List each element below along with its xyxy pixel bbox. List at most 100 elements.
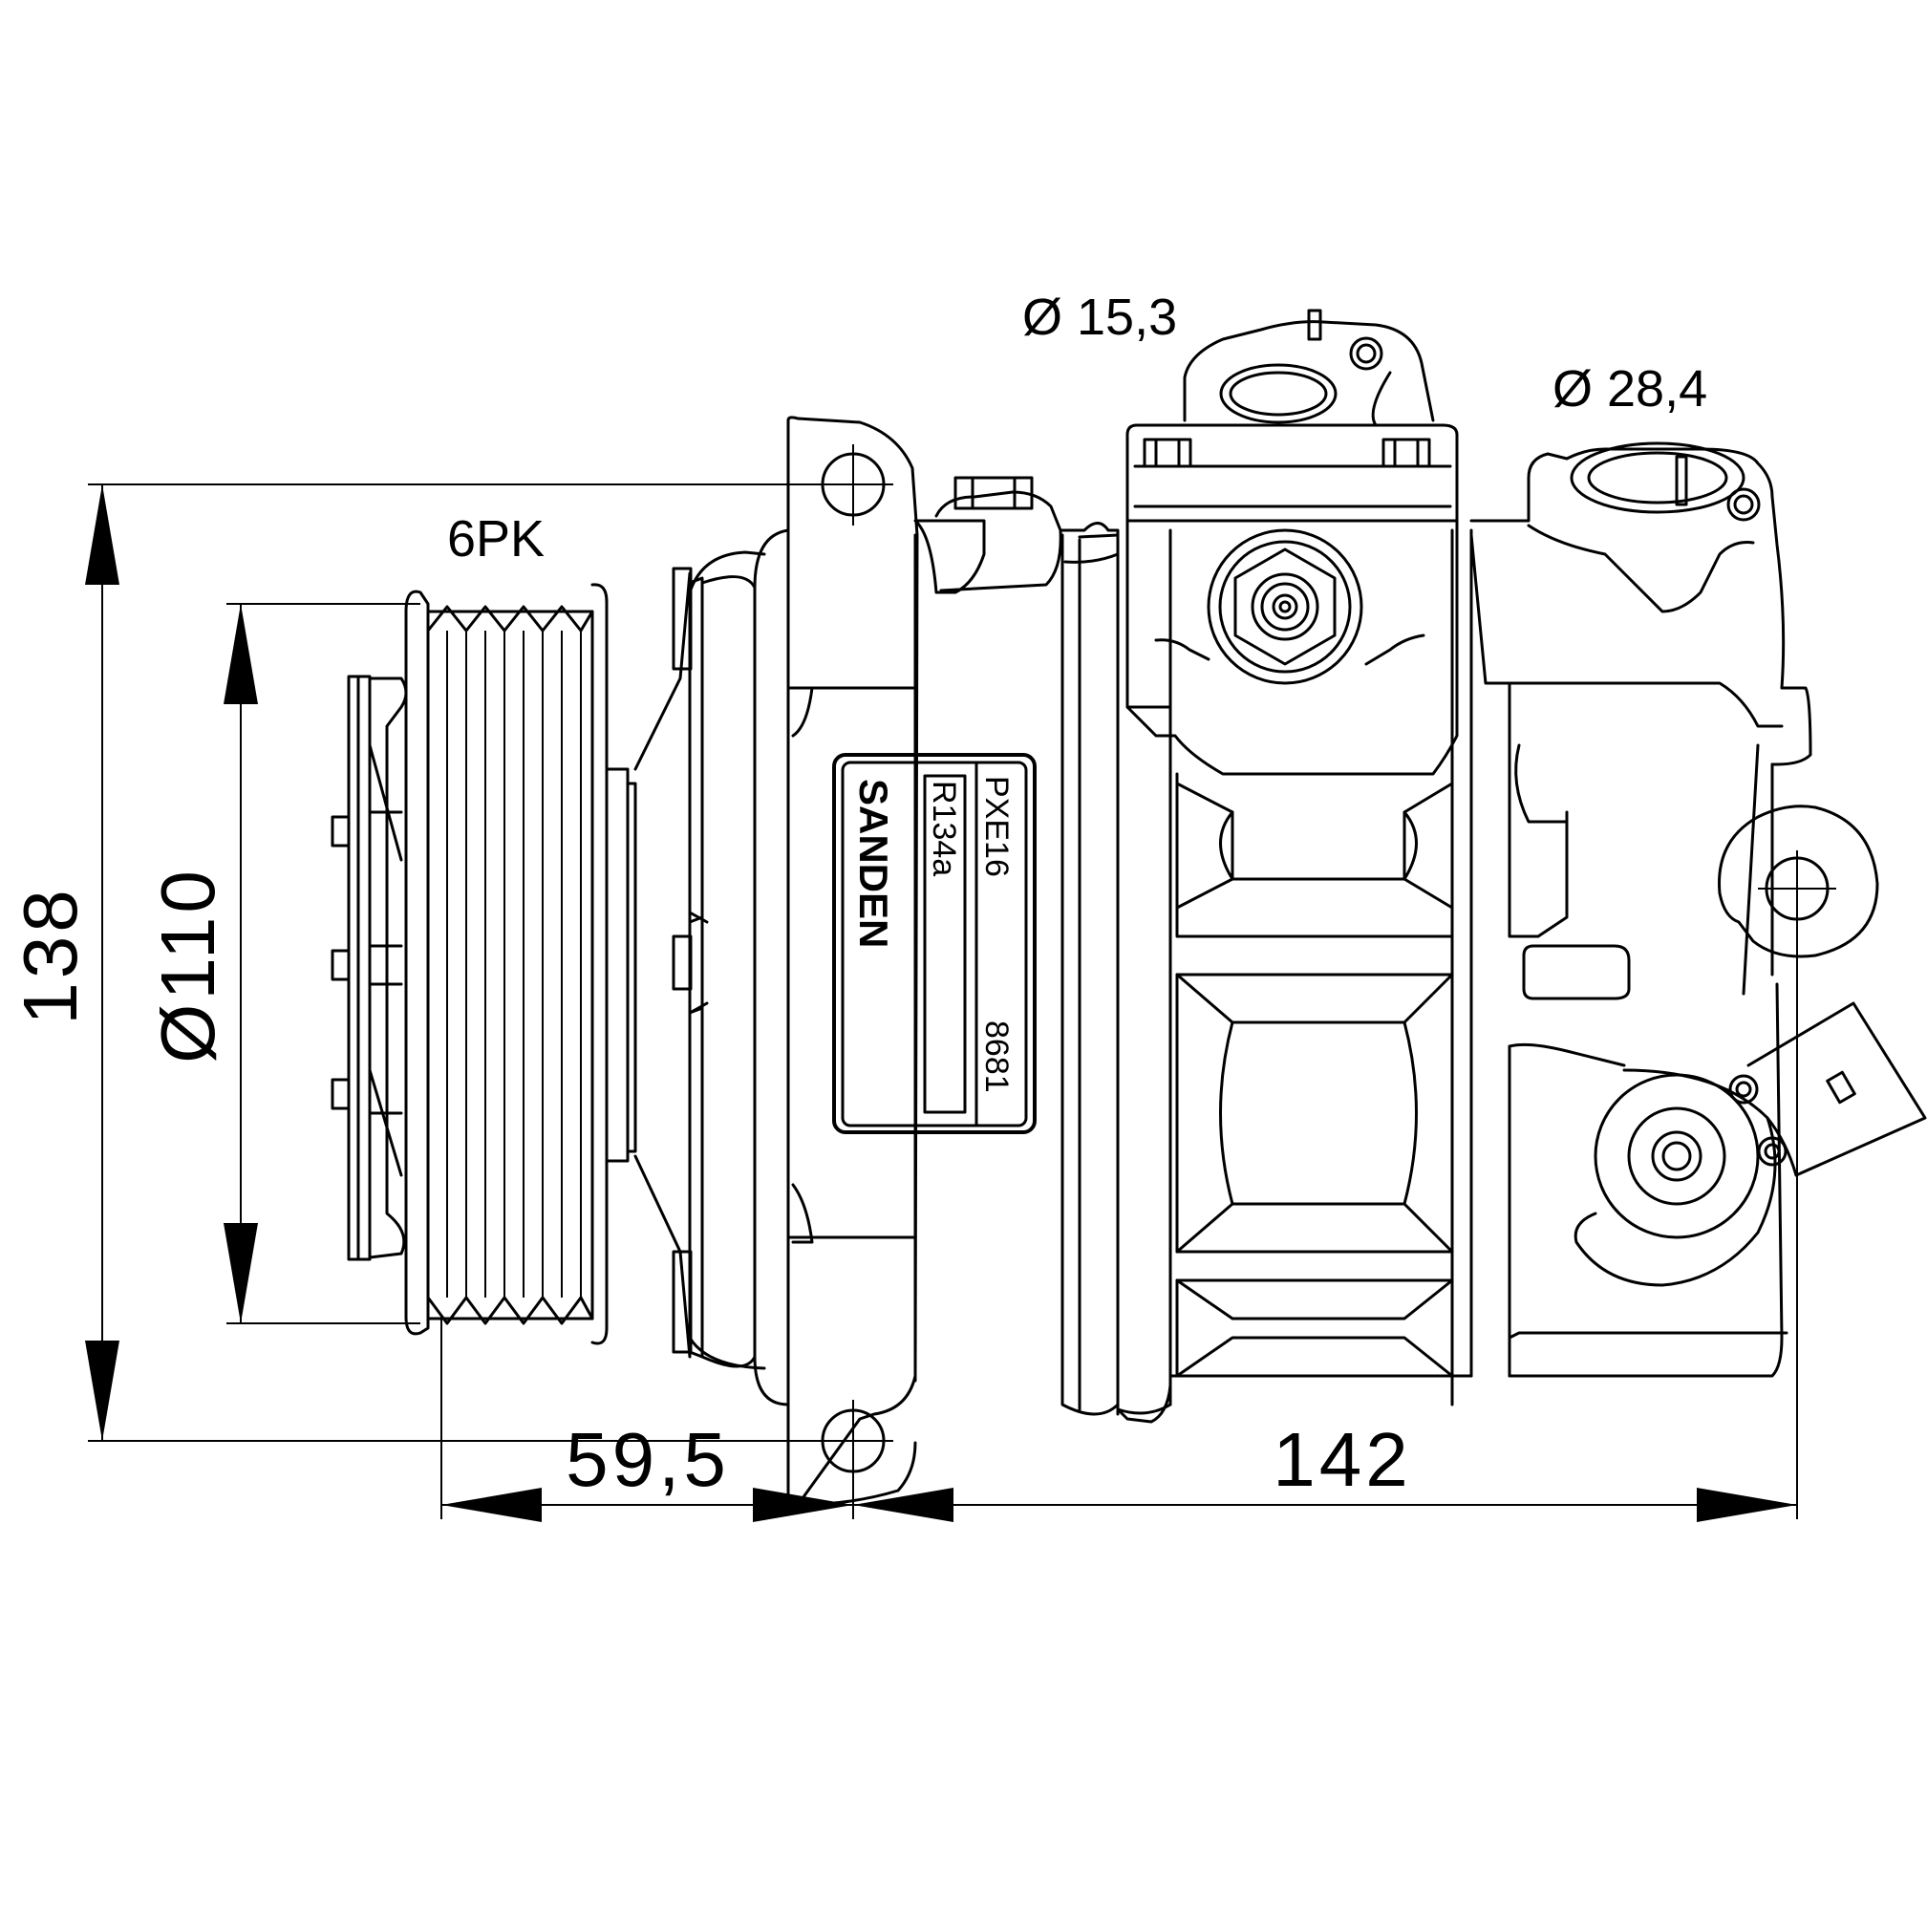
suction-port-flange [1183,320,1435,422]
nameplate-refrigerant: R134a [926,781,962,876]
pocket-middle-curve [1402,1020,1418,1206]
arrow-up-icon [224,604,258,704]
coil-housing [700,575,757,1368]
clutch-spring [368,743,403,862]
nameplate-field [923,774,967,1114]
control-valve-screw [1757,1136,1788,1167]
rear-pocket-curve [1514,743,1569,824]
pocket-lower [1175,1278,1454,1378]
boss-top [934,490,1062,592]
clutch-rivet [331,949,351,981]
clutch-plate [331,675,408,1261]
front-flange-edge [688,1001,709,1015]
control-valve-outer [1594,1073,1760,1239]
discharge-port-inner [1587,451,1728,504]
pocket-upper-bevel [1175,877,1454,910]
rear-pocket-upper [1508,681,1569,938]
nameplate-brand: SANDEN [851,779,896,948]
dimension-overall-height: 138 [8,483,865,1442]
head-body [1125,519,1459,776]
front-lug-bottom [672,1250,693,1354]
block-bottom-curve [1116,1403,1172,1415]
pulley-front-flange [404,590,430,1336]
rear-head-bottom-line [1508,1331,1788,1340]
control-valve-screw-inner [1735,1081,1752,1098]
bearing-ring [605,767,630,1163]
rear-slot [1522,944,1631,1000]
front-housing [605,550,766,1370]
suction-pin [1307,309,1322,341]
service-valve-cap [1251,572,1319,641]
clutch-rivet [331,815,351,848]
rear-head-contour [1527,524,1755,613]
coil-wire-top [688,550,766,594]
rear-head-lower [1469,533,1784,728]
pocket-upper-curve [1219,810,1234,881]
valve-boss-left [1154,638,1210,661]
service-valve-outer [1207,528,1363,685]
suction-bolt-hole [1349,336,1383,371]
discharge-bolt-hole-inner [1733,494,1754,515]
pocket-middle-bevel-top [1175,973,1454,1024]
control-valve-core [1661,1141,1692,1171]
electrical-connector [1746,1001,1927,1177]
main-body-front: SANDEN PXE16 R134a 8681 [753,416,1062,1507]
pulley-grooves-top [426,605,594,633]
service-valve-center [1278,600,1292,613]
dimension-pulley-diameter: Ø110 [145,603,420,1324]
front-lug-top [672,567,693,671]
bottom-mount-ear [786,1403,917,1507]
head-top-flange [1125,423,1459,523]
block-edge [1078,533,1120,1416]
arrow-left-icon [853,1488,953,1522]
front-mount-curve [753,1355,790,1406]
suction-port-label: Ø 15,3 [1022,289,1177,346]
clutch-rivet [331,1078,351,1110]
discharge-bolt-hole [1726,487,1761,522]
pocket-middle-bevel-bottom [1175,1202,1454,1254]
pocket-middle-curve [1219,1020,1234,1206]
pocket-lower-bevel [1175,1278,1454,1320]
control-valve-screw-inner [1764,1143,1781,1160]
control-valve-ring [1627,1106,1726,1206]
service-valve-ring [1218,540,1352,674]
control-valve-body [1574,1068,1777,1287]
control-valve-screw [1728,1074,1759,1105]
pulley-rear-flange [590,583,609,1345]
block-front-edge [1060,533,1120,1416]
rear-head [1469,441,1927,1378]
nameplate-model: PXE16 [978,776,1015,877]
suction-bolt-hole-inner [1356,343,1377,364]
pocket-upper [1175,772,1454,938]
clutch-hub-face [347,675,372,1261]
front-mount-bracket [786,416,919,1507]
arrow-up-icon [85,484,119,585]
front-lug-middle [672,934,693,991]
front-mount-curve [753,528,790,590]
service-valve-cap-inner [1260,582,1310,632]
front-flange-edge [688,911,709,924]
suction-port-curve [1371,371,1392,427]
head-bolt-right [1381,438,1431,468]
cylinder-block [1059,309,1473,1424]
clutch-spring [368,1068,403,1177]
rear-head-seam [1508,1042,1626,1067]
discharge-port-outer [1570,441,1745,514]
nameplate-inner-border [841,761,1028,1127]
suction-port-outer [1219,363,1338,424]
arrow-right-icon [1697,1488,1797,1522]
service-valve-core [1272,593,1298,620]
pocket-upper-curve [1402,810,1418,881]
nameplate-serial: 8681 [978,1020,1015,1093]
rear-head-outline [1469,447,1812,766]
rear-head-bottom [1508,982,1784,1378]
rear-head-back-line [1742,743,1760,996]
pulley-body [426,610,594,1320]
control-valve-cap [1651,1130,1702,1182]
stud-housing [913,519,986,594]
hex-bolt-top [953,476,1034,510]
pulley-offset-label: 59,5 [566,1417,730,1502]
arrow-left-icon [441,1488,542,1522]
body-corner [791,1183,814,1244]
